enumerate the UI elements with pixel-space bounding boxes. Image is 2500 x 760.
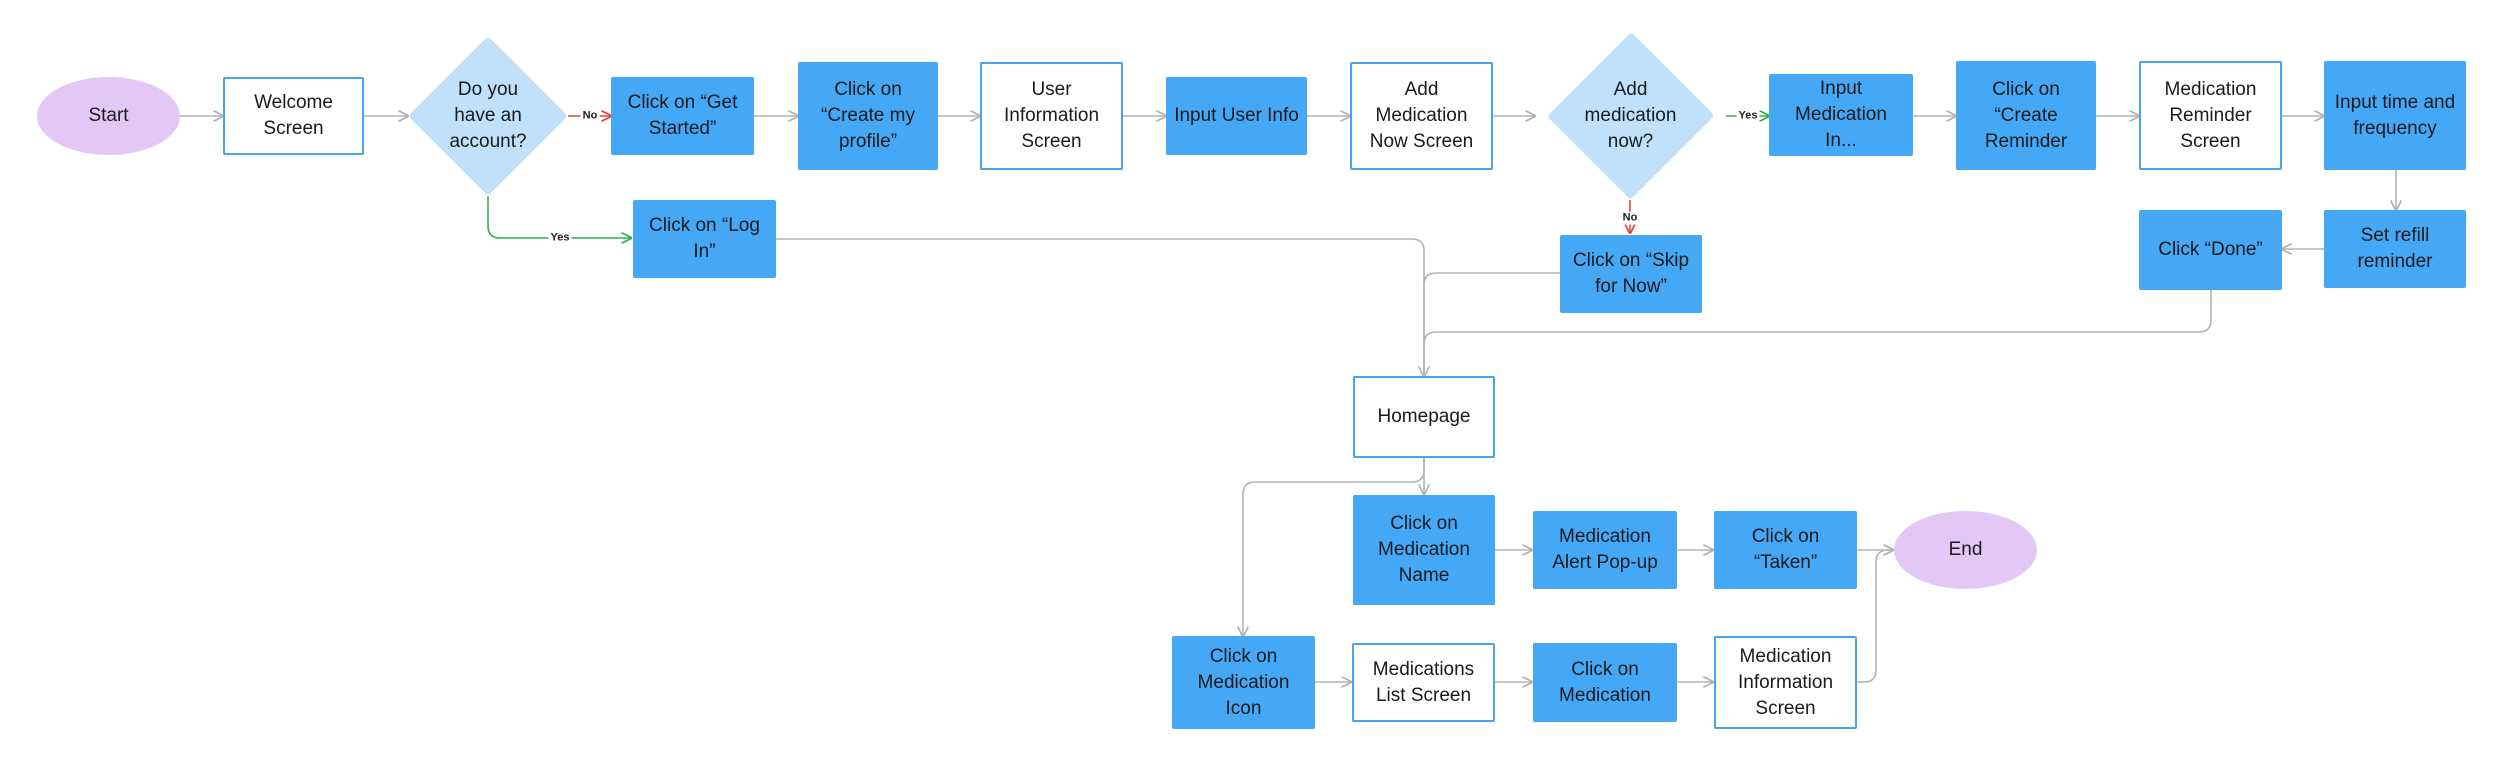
start-node[interactable]: Start	[37, 77, 180, 155]
edge-homepage-medicon	[1243, 458, 1425, 636]
welcome-screen-node[interactable]: Welcome Screen	[223, 77, 364, 155]
set-refill-reminder-node[interactable]: Set refill reminder	[2324, 210, 2466, 288]
click-medication-name-node[interactable]: Click on Medication Name	[1353, 495, 1495, 605]
edge-infoscreen-end	[1857, 550, 1893, 683]
edge-label-no: No	[580, 109, 600, 123]
add-medication-now-screen-node[interactable]: Add Medication Now Screen	[1350, 62, 1493, 170]
medication-alert-popup-node[interactable]: Medication Alert Pop-up	[1533, 511, 1677, 589]
log-in-node[interactable]: Click on “Log In”	[633, 200, 776, 278]
edge-login-homepage	[776, 238, 1424, 376]
edge-yes-login	[487, 196, 631, 238]
input-time-frequency-node[interactable]: Input time and frequency	[2324, 61, 2466, 170]
medications-list-screen-node[interactable]: Medications List Screen	[1352, 643, 1495, 722]
end-node[interactable]: End	[1894, 511, 2037, 589]
click-medication-icon-node[interactable]: Click on Medication Icon	[1172, 636, 1315, 729]
input-medication-info-node[interactable]: Input Medication In...	[1769, 74, 1913, 156]
edge-skip-homepage	[1423, 272, 1560, 376]
click-on-medication-node[interactable]: Click on Medication	[1533, 643, 1677, 722]
homepage-node[interactable]: Homepage	[1353, 376, 1495, 458]
account-decision-node[interactable]: Do you have an account?	[408, 36, 568, 196]
create-profile-node[interactable]: Click on “Create my profile”	[798, 62, 938, 170]
edge-label-no: No	[1620, 211, 1640, 225]
edge-label-yes: Yes	[548, 231, 572, 245]
input-user-info-node[interactable]: Input User Info	[1166, 77, 1307, 155]
medication-information-screen-node[interactable]: Medication Information Screen	[1714, 636, 1857, 729]
click-done-node[interactable]: Click “Done”	[2139, 210, 2282, 290]
get-started-node[interactable]: Click on “Get Started”	[611, 77, 754, 155]
user-information-screen-node[interactable]: User Information Screen	[980, 62, 1123, 170]
edge-done-homepage	[1423, 290, 2212, 376]
edge-label-yes: Yes	[1736, 109, 1760, 123]
medication-reminder-screen-node[interactable]: Medication Reminder Screen	[2139, 61, 2282, 170]
add-medication-decision-node[interactable]: Add medication now?	[1535, 32, 1726, 200]
skip-for-now-node[interactable]: Click on “Skip for Now”	[1560, 235, 1702, 313]
create-reminder-node[interactable]: Click on “Create Reminder	[1956, 61, 2096, 170]
click-taken-node[interactable]: Click on “Taken”	[1714, 511, 1857, 589]
